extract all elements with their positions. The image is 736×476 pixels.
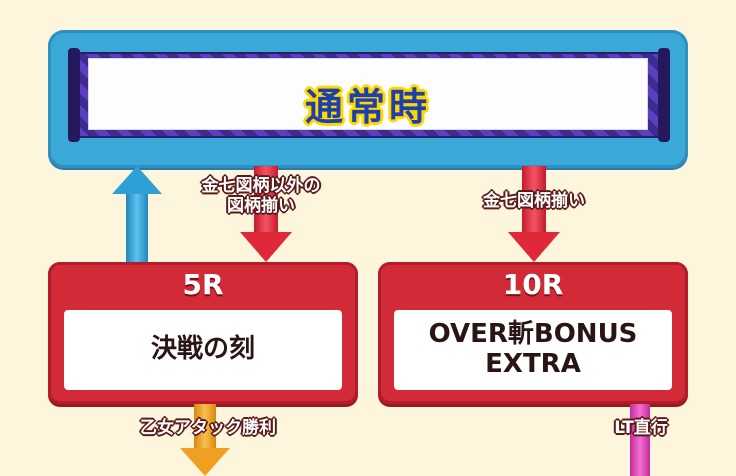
arrow-head [112,166,162,194]
arrow-shaft [126,194,148,264]
lt-direct-label: LT直行 [614,418,668,438]
otome-attack-label: 乙女アタック勝利 [140,418,276,438]
arrow-head [508,232,560,262]
arrow-head [180,448,230,476]
round-5r-box: 5R 決戦の刻 [48,262,358,404]
to-5r-arrow [240,166,292,262]
arrow-shaft [194,404,216,448]
round-10r-box: 10R OVER斬BONUS EXTRA [378,262,688,404]
otome-attack-arrow [180,404,230,476]
normal-state-banner: 通常時 [48,30,688,168]
scroll-frame: 通常時 [68,48,670,142]
round-5r-name: 決戦の刻 [150,334,255,365]
round-10r-name: OVER斬BONUS EXTRA [428,319,638,379]
normal-state-title: 通常時 [304,85,431,129]
round-10r-label: 10R [502,268,564,301]
arrow-head [240,232,292,262]
round-5r-label: 5R [182,268,224,301]
scroll-rod-right [658,48,670,142]
to-10r-label: 金七図柄揃い [483,191,585,211]
arrow-shaft [254,166,278,232]
return-to-normal-arrow [112,166,162,264]
to-10r-arrow [508,166,560,262]
to-5r-label: 金七図柄以外の 図柄揃い [201,176,321,217]
scroll-paper: 通常時 [88,58,648,130]
round-10r-content: OVER斬BONUS EXTRA [394,310,672,390]
arrow-shaft [522,166,546,232]
lt-direct-line [630,404,650,476]
round-5r-content: 決戦の刻 [64,310,342,390]
scroll-rod-left [68,48,80,142]
